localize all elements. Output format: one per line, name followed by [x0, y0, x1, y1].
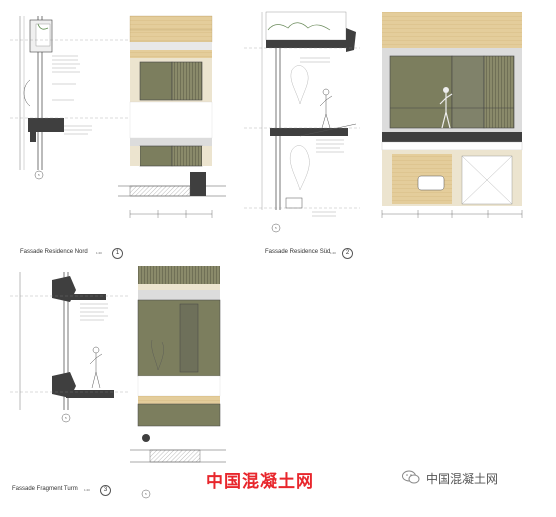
watermark-gray-text: 中国混凝土网 — [426, 472, 499, 486]
panel-title-nord: Fassade Residence Nord — [20, 249, 88, 255]
elevation-turm — [130, 266, 226, 499]
panel-title-turm: Fassade Fragment Turm — [12, 486, 78, 492]
panel-number-sued: 2 — [342, 248, 353, 259]
panel-scale-nord: 1:20 — [96, 251, 102, 255]
section-sued — [244, 11, 360, 233]
section-nord — [10, 16, 130, 180]
panel-number-nord: 1 — [112, 248, 123, 259]
panel-scale-sued: 1:20 — [330, 251, 336, 255]
panel-number-turm: 3 — [100, 485, 111, 496]
section-mark-label: 5 — [145, 492, 147, 496]
section-mark — [141, 489, 151, 499]
panel-title-sued: Fassade Residence Süd — [265, 249, 331, 255]
section-mark — [61, 413, 71, 423]
wechat-icon — [402, 470, 420, 484]
section-mark-label: 5 — [38, 173, 40, 177]
section-turm — [10, 272, 128, 423]
section-mark-label: 5 — [275, 226, 277, 230]
section-mark — [271, 223, 281, 233]
section-mark — [34, 170, 44, 180]
section-mark-label: 5 — [65, 416, 67, 420]
elevation-nord — [118, 15, 226, 218]
panel-scale-turm: 1:20 — [84, 488, 90, 492]
elevation-sued — [381, 12, 523, 218]
watermark-red-text: 中国混凝土网 — [206, 472, 314, 492]
